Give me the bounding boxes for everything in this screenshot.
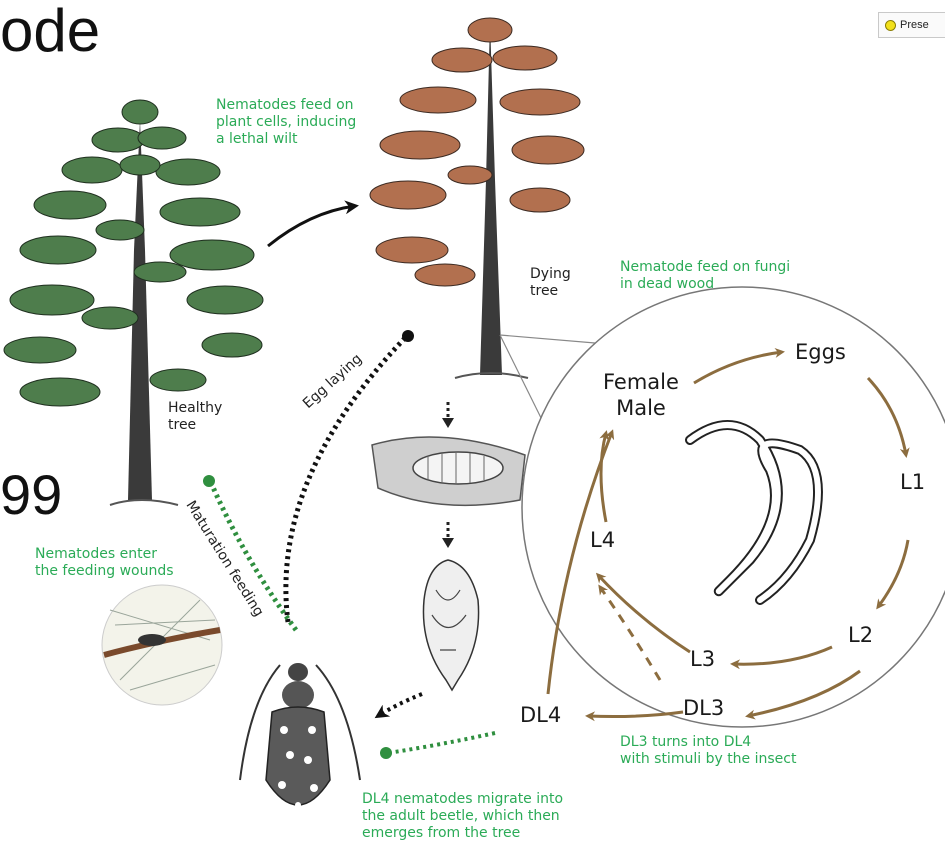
- stage-eggs: Eggs: [795, 340, 846, 364]
- stage-l2: L2: [848, 623, 873, 647]
- slide-title-fragment: ode: [0, 0, 100, 65]
- present-button-label: Prese: [900, 19, 929, 31]
- pupa-illustration: [423, 560, 478, 690]
- feeding-wound-inset: [102, 585, 222, 705]
- dying-tree-illustration: [370, 18, 584, 378]
- note-feed-fungi: Nematode feed on fungi in dead wood: [620, 259, 790, 293]
- stage-dl3: DL3: [683, 696, 724, 720]
- dl4-migration-path: [388, 733, 495, 753]
- present-button[interactable]: Prese: [878, 12, 945, 38]
- healthy-tree-illustration: [4, 100, 263, 505]
- label-healthy-tree: Healthy tree: [168, 400, 222, 434]
- stage-l4: L4: [590, 528, 615, 552]
- note-enter-wounds: Nematodes enter the feeding wounds: [35, 546, 174, 580]
- slide-number-fragment: 99: [0, 462, 62, 527]
- label-dying-tree: Dying tree: [530, 266, 571, 300]
- note-dl3-to-dl4: DL3 turns into DL4 with stimuli by the i…: [620, 734, 796, 768]
- note-feed-plant: Nematodes feed on plant cells, inducing …: [216, 97, 356, 148]
- stage-dl4: DL4: [520, 703, 561, 727]
- wilt-arrow: [268, 206, 355, 246]
- emergence-arrow: [378, 694, 422, 716]
- callout-line-top: [500, 335, 595, 343]
- record-dot-icon: [885, 20, 896, 31]
- stage-l3: L3: [690, 647, 715, 671]
- stage-l1: L1: [900, 470, 925, 494]
- stage-female-male: Female Male: [603, 369, 679, 421]
- beetle-illustration: [240, 663, 360, 808]
- note-dl4-migrate: DL4 nematodes migrate into the adult bee…: [362, 791, 563, 842]
- larva-illustration: [372, 437, 525, 505]
